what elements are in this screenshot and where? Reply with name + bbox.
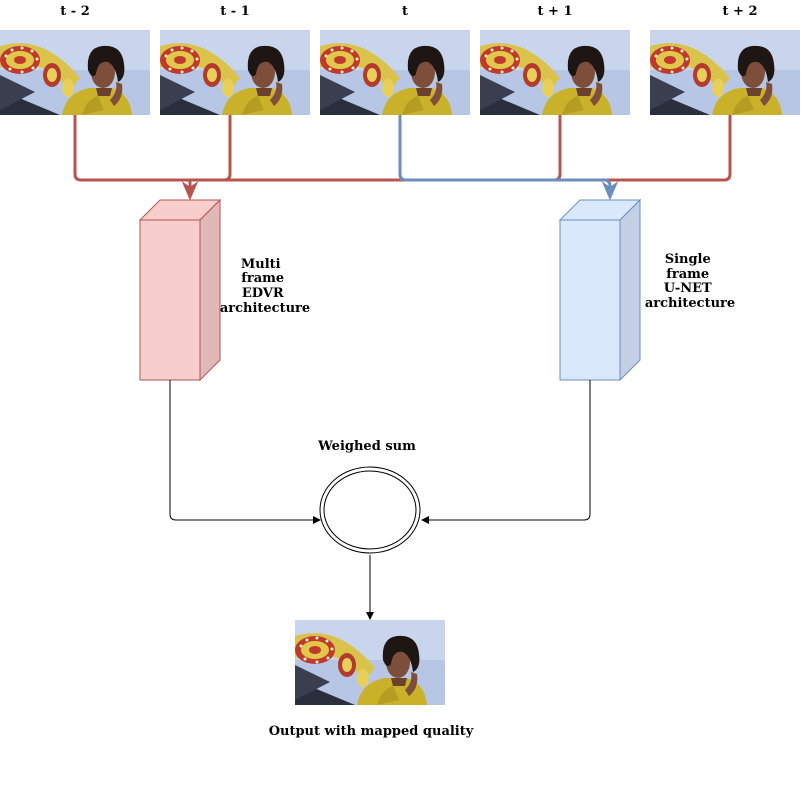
- arrowhead-icon: [366, 612, 374, 620]
- frame-image-t-plus-2: [650, 30, 800, 115]
- output-label: Output with mapped quality: [269, 724, 474, 739]
- multi-frame-block: [138, 198, 222, 382]
- frame-image-t-plus-1: [480, 30, 630, 115]
- frame-image-t: [320, 30, 470, 115]
- frame-label: t + 1: [538, 4, 573, 19]
- multi-frame-label: Multi frame EDVR architecture: [220, 257, 310, 316]
- sum-connectors: [169, 380, 591, 614]
- output-image: [295, 620, 445, 705]
- frame-label: t + 2: [723, 4, 758, 19]
- single-frame-block: [558, 198, 642, 382]
- frame-image-t-minus-2: [0, 30, 150, 115]
- arrowhead-icon: [421, 516, 429, 524]
- frame-label: t - 2: [60, 4, 90, 19]
- arrowhead-icon: [181, 181, 199, 201]
- sum-node: [319, 466, 421, 554]
- arrowhead-icon: [313, 516, 321, 524]
- arrowhead-icon: [601, 181, 619, 201]
- single-frame-connector: [398, 115, 612, 190]
- sum-label: Weighed sum: [317, 439, 416, 454]
- frame-label: t: [402, 4, 408, 19]
- single-frame-label: Single frame U-NET architecture: [645, 252, 735, 311]
- frame-label: t - 1: [220, 4, 250, 19]
- frame-image-t-minus-1: [160, 30, 310, 115]
